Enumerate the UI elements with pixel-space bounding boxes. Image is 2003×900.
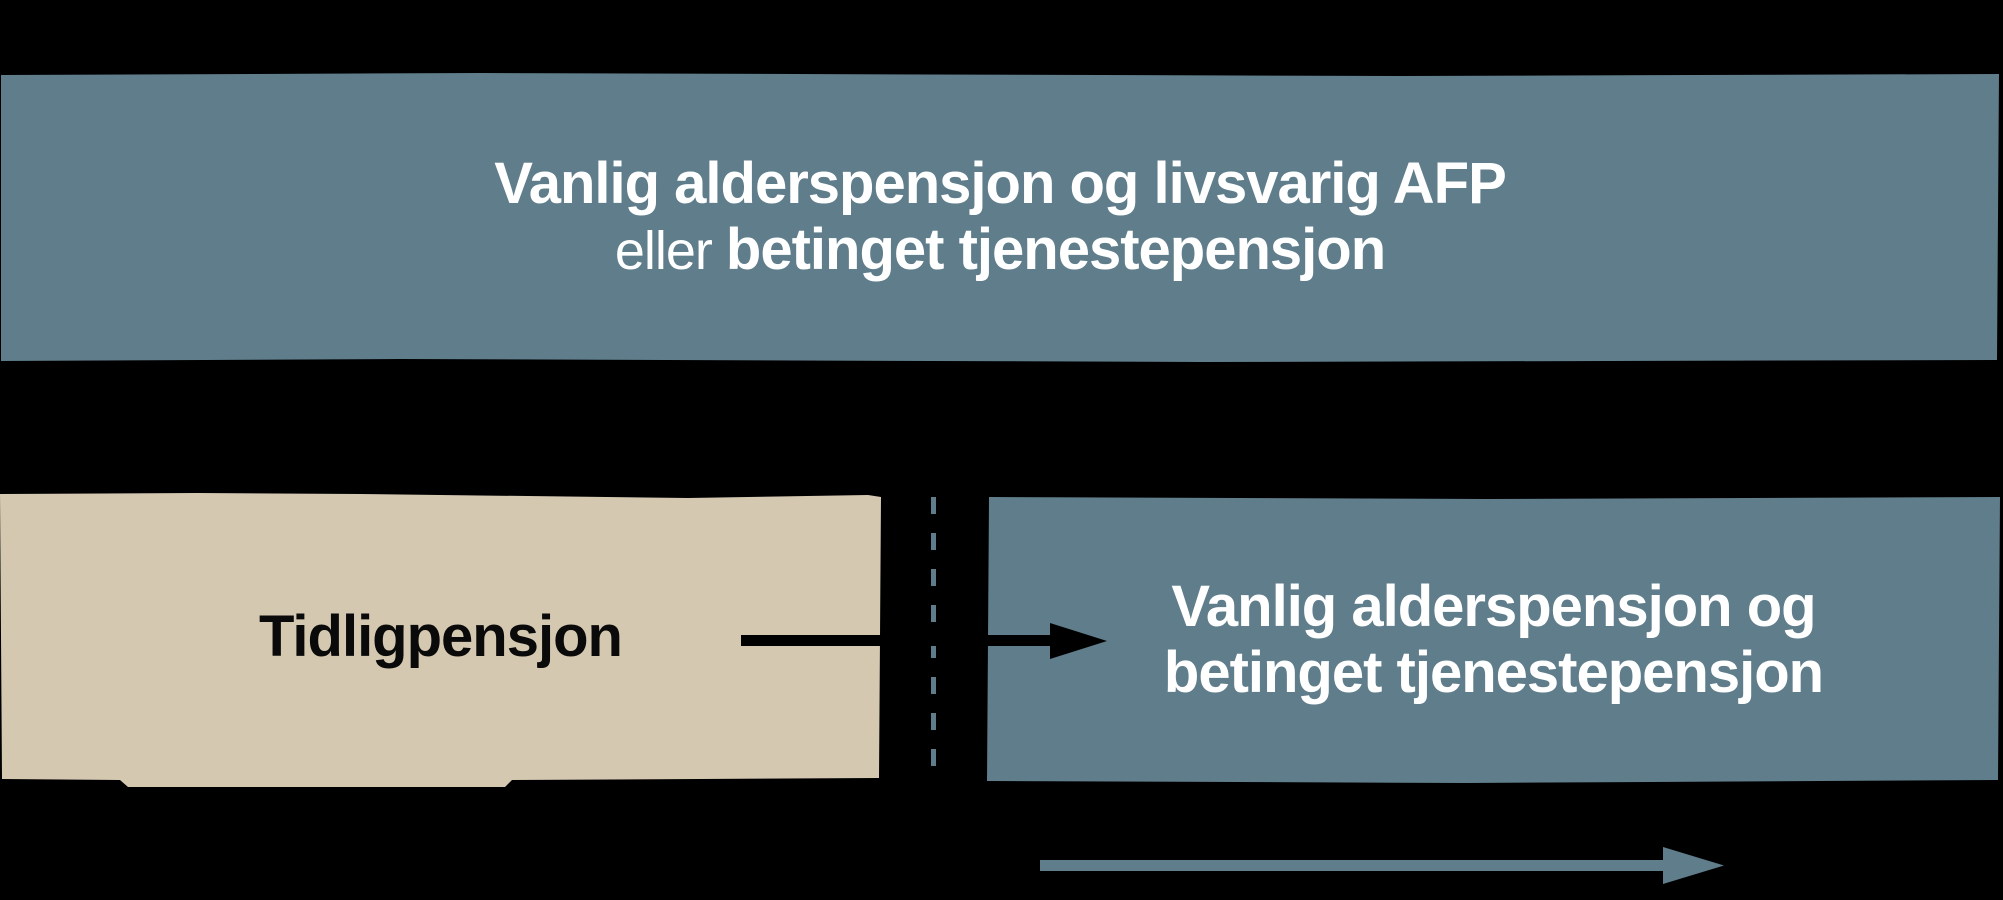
ordinary-pension-line1: Vanlig alderspensjon og	[1171, 574, 1816, 639]
ordinary-pension-box: Vanlig alderspensjon og betinget tjenest…	[987, 497, 2000, 783]
ordinary-pension-box-text: Vanlig alderspensjon og betinget tjenest…	[1163, 574, 1824, 706]
transition-arrow-head	[1050, 623, 1107, 659]
timeline-arrow-shaft	[1040, 860, 1666, 871]
transition-arrow-shaft	[741, 635, 1057, 646]
timeline-arrow-icon	[1040, 847, 1724, 884]
lifelong-pension-box-text: Vanlig alderspensjon og livsvarig AFP el…	[494, 151, 1507, 284]
lifelong-pension-line2: eller betinget tjenestepensjon	[494, 217, 1506, 284]
transition-arrow-icon	[741, 623, 1107, 659]
lifelong-pension-box: Vanlig alderspensjon og livsvarig AFP el…	[1, 73, 1999, 362]
lifelong-pension-line2-eller: eller	[614, 221, 726, 281]
timeline-arrow-head	[1663, 847, 1724, 884]
early-pension-label: Tidligpensjon	[259, 603, 623, 669]
ordinary-pension-line2: betinget tjenestepensjon	[1163, 640, 1824, 705]
lifelong-pension-line1: Vanlig alderspensjon og livsvarig AFP	[494, 151, 1507, 216]
early-pension-box: Tidligpensjon	[0, 493, 881, 787]
lifelong-pension-line2-bold: betinget tjenestepensjon	[725, 217, 1386, 282]
